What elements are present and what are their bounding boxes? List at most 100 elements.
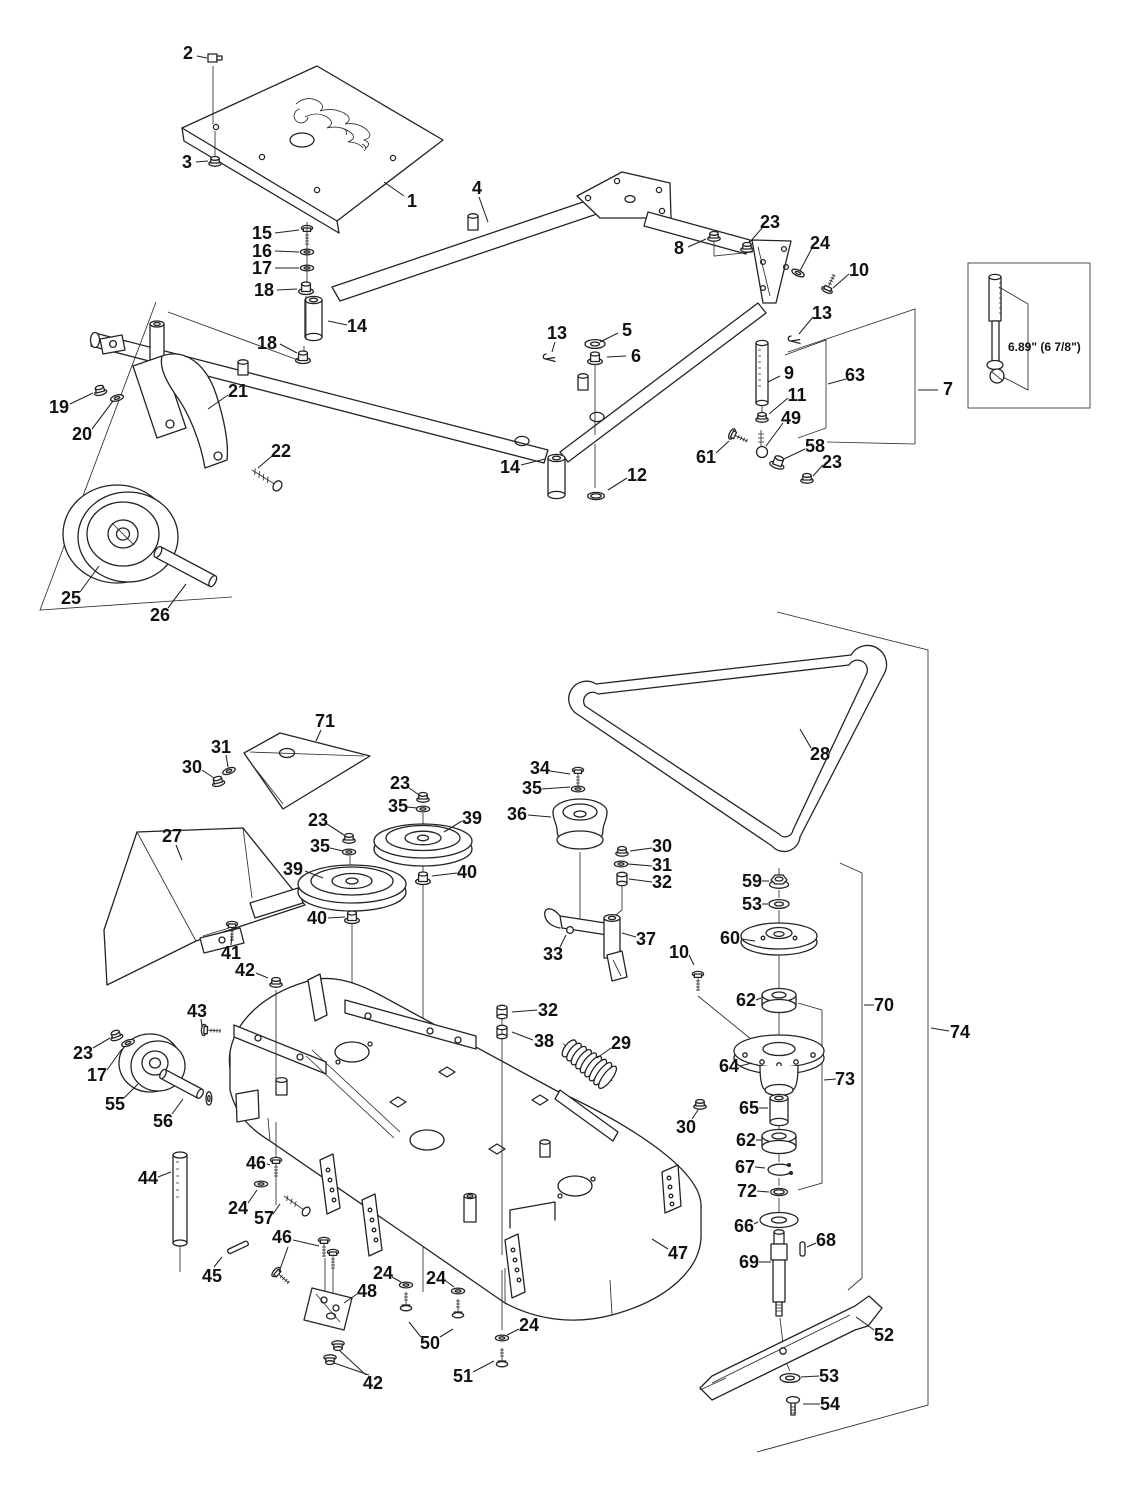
- nut-8-icon: [707, 230, 721, 242]
- callout-label-16: 16: [252, 241, 272, 261]
- callout-leader-30: [629, 847, 653, 852]
- callout-label-47: 47: [668, 1243, 688, 1263]
- bolt-2-axis-line: [212, 66, 216, 156]
- callout-leader-2: [196, 55, 208, 59]
- idler-arm-37: [544, 908, 628, 982]
- callout-label-53: 53: [819, 1366, 839, 1386]
- callout-leader-35: [541, 786, 571, 790]
- group-bracket-63: [784, 339, 827, 439]
- drive-belt-28: [568, 644, 888, 853]
- callout-label-62: 62: [736, 990, 756, 1010]
- callout-leader-45: [213, 1256, 223, 1268]
- callout-leader-22: [257, 455, 273, 469]
- callout-label-20: 20: [72, 424, 92, 444]
- callout-label-23: 23: [308, 810, 328, 830]
- callout-leader-17: [106, 1048, 123, 1071]
- callout-leader-20: [91, 400, 114, 430]
- nut-11-icon: [755, 411, 769, 423]
- nut-30c-icon: [693, 1098, 707, 1110]
- callout-leader-40: [431, 872, 458, 877]
- callout-label-30: 30: [182, 757, 202, 777]
- caster-fork: [132, 355, 187, 439]
- balljoint-49-icon: [755, 430, 769, 459]
- callout-leader-18: [276, 288, 298, 291]
- callout-label-12: 12: [627, 465, 647, 485]
- axle-26-icon: [153, 545, 218, 588]
- nut-3-icon: [208, 155, 222, 167]
- callout-leader-15: [274, 229, 300, 234]
- callout-leader-14: [520, 458, 546, 466]
- callout-leader-3: [195, 160, 209, 163]
- callout-label-13: 13: [547, 323, 567, 343]
- callout-leader-40: [327, 916, 346, 919]
- callout-label-2: 2: [183, 43, 193, 63]
- callout-label-25: 25: [61, 588, 81, 608]
- callout-leader-23: [749, 226, 764, 243]
- callout-leader-14: [327, 320, 348, 326]
- callout-leader-32: [511, 1009, 538, 1013]
- spindle-assembly: [691, 611, 929, 1453]
- callout-leader-29: [596, 1047, 612, 1059]
- callout-leader-48: [343, 1293, 358, 1304]
- callout-label-23: 23: [390, 773, 410, 793]
- frame-apex-plate: [576, 171, 672, 219]
- inset-box: [967, 262, 1091, 409]
- idler-pulleys: [297, 766, 629, 1292]
- snapring-67-icon: [767, 1163, 794, 1176]
- callout-label-64: 64: [719, 1056, 739, 1076]
- callout-leader-24: [247, 1189, 258, 1204]
- callout-leader-28: [799, 728, 812, 749]
- callout-leader-23: [407, 786, 420, 796]
- callout-leader-46: [292, 1239, 320, 1247]
- spindle-housing-64: [733, 1034, 825, 1097]
- rod-44-icon: [172, 1151, 188, 1272]
- callout-label-24: 24: [228, 1198, 248, 1218]
- callout-label-21: 21: [228, 381, 248, 401]
- callout-leader-13: [551, 341, 556, 353]
- callout-label-18: 18: [257, 333, 277, 353]
- callout-label-54: 54: [820, 1394, 840, 1414]
- caster-arm-assembly: [39, 301, 299, 611]
- callout-label-18: 18: [254, 280, 274, 300]
- callout-label-66: 66: [734, 1216, 754, 1236]
- callout-leader-23: [326, 823, 345, 836]
- callout-label-3: 3: [182, 152, 192, 172]
- v-idler-36: [552, 798, 608, 850]
- callout-leader-25: [79, 565, 100, 593]
- callout-label-4: 4: [472, 178, 482, 198]
- ring-12-icon: [586, 491, 606, 501]
- bearing-62a: [761, 987, 797, 1014]
- callout-label-36: 36: [507, 804, 527, 824]
- callout-leader-26: [167, 583, 187, 609]
- callout-leader-39: [304, 870, 324, 879]
- callout-label-43: 43: [187, 1001, 207, 1021]
- deck-handle: [509, 1201, 556, 1229]
- callout-label-31: 31: [652, 855, 672, 875]
- callout-leader-10: [688, 954, 695, 966]
- callout-leader-39: [443, 820, 463, 833]
- callout-leader-60: [740, 938, 756, 942]
- callout-label-35: 35: [388, 796, 408, 816]
- washer-35c-icon: [570, 785, 586, 793]
- callout-leader-73: [823, 1078, 837, 1081]
- callout-label-32: 32: [652, 872, 672, 892]
- callout-leader-24: [506, 1328, 520, 1336]
- callout-leader-27: [175, 844, 183, 861]
- callout-leader-58: [783, 448, 806, 460]
- key-68-icon: [799, 1241, 806, 1257]
- callout-leader-52: [855, 1316, 875, 1331]
- callout-leader-56: [171, 1098, 184, 1115]
- callout-leader-62: [755, 997, 762, 1001]
- callout-label-60: 60: [720, 928, 740, 948]
- callout-leader-11: [768, 397, 789, 415]
- callout-label-8: 8: [674, 238, 684, 258]
- callout-label-35: 35: [522, 778, 542, 798]
- callout-leader-44: [157, 1171, 172, 1178]
- spacer-65-icon: [769, 1093, 789, 1127]
- callout-leader-71: [315, 729, 322, 742]
- bolt-2-icon: [207, 53, 223, 63]
- callout-label-6: 6: [631, 346, 641, 366]
- callout-leader-13: [798, 316, 814, 335]
